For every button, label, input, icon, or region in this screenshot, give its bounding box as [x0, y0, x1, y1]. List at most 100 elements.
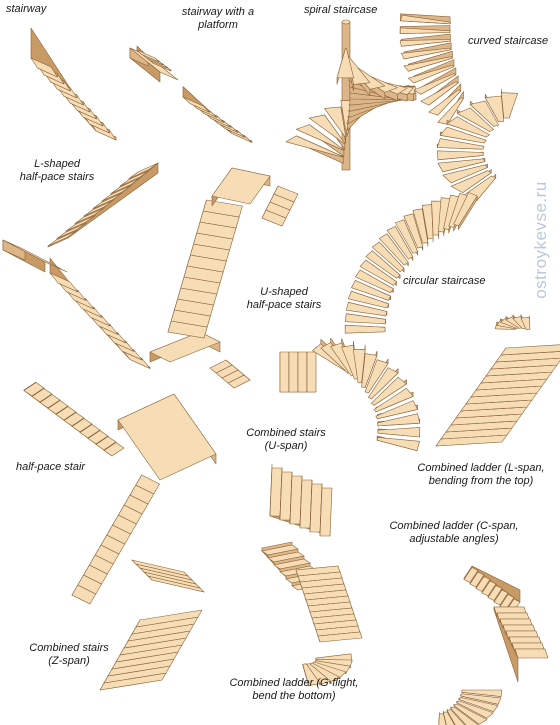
curved-staircase-illustration [399, 13, 519, 201]
combined-stairs-u-illustration [269, 337, 421, 537]
stair-tread [365, 250, 401, 279]
stair-tread [456, 700, 494, 719]
stair-tread [305, 663, 331, 685]
label-stairway: stairway [6, 3, 47, 15]
stair-tread [377, 427, 421, 438]
stair-tread [279, 351, 290, 393]
label-combined-stairs-z-span: Combined stairs (Z-span) [29, 642, 109, 667]
stair-tread [484, 95, 505, 123]
stair-tread [442, 164, 488, 184]
stair-tread [182, 96, 211, 113]
stair-tread [469, 100, 499, 127]
stair-tread [49, 272, 79, 293]
stair-tread [317, 631, 363, 643]
stair-tread [407, 64, 455, 84]
stair-tread [428, 89, 462, 116]
stairway-illustration [30, 27, 117, 141]
stair-tread [450, 170, 492, 193]
stair-tread [399, 27, 451, 34]
landing-platform [2, 239, 68, 273]
stair-tread [354, 269, 394, 294]
stair-tread [386, 226, 414, 260]
stair-tread [302, 663, 321, 686]
stair-tread [364, 359, 389, 394]
stair-tread [436, 150, 484, 161]
u-shaped-stairs-illustration [149, 167, 299, 389]
label-combined-ladder-g-flight: Combined ladder (G-flight, bend the bott… [229, 677, 359, 702]
landing-platform [211, 167, 271, 205]
stair-tread [495, 351, 560, 363]
label-circular-staircase: circular staircase [403, 275, 486, 287]
stair-tread [420, 81, 459, 106]
landing-platform [117, 393, 217, 481]
stair-tread [403, 56, 453, 72]
stair-tread [376, 437, 420, 452]
stair-tread [450, 706, 479, 725]
stair-tread [209, 359, 233, 374]
stair-tread [344, 313, 387, 325]
stair-tread [400, 47, 452, 60]
stair-tread [361, 353, 378, 388]
stair-tread [308, 114, 346, 144]
stair-tread [438, 713, 447, 725]
stair-tread [378, 233, 409, 266]
stair-tread [135, 609, 203, 628]
stair-tread [400, 14, 452, 25]
stair-tread [373, 387, 414, 413]
stair-tread [103, 442, 125, 457]
stair-tread [359, 259, 397, 286]
watermark: ostroykevse.ru [531, 150, 551, 330]
stair-tread [436, 138, 485, 150]
label-u-shaped-stairs: U-shaped half-pace stairs [246, 286, 322, 311]
stair-tread [446, 116, 490, 138]
stair-tread [375, 400, 418, 420]
stair-tread [461, 689, 503, 697]
stair-tread [345, 301, 388, 317]
stair-tread [458, 696, 499, 712]
stair-tread [309, 662, 340, 683]
stair-tread [403, 213, 424, 249]
stair-tread [437, 158, 486, 173]
stair-tread [352, 348, 366, 384]
stair-tread [295, 124, 345, 151]
stair-tread [446, 709, 466, 725]
stair-tread [344, 324, 386, 334]
stair-tread [412, 208, 429, 244]
l-shaped-stairs-illustration [2, 162, 159, 369]
stair-tread [371, 376, 407, 406]
stair-tread [288, 351, 299, 393]
stairway-with-platform-illustration [129, 45, 253, 143]
label-half-pace-stair: half-pace stair [16, 461, 86, 473]
label-curved-staircase: curved staircase [468, 35, 549, 47]
combined-ladder-g-illustration [261, 541, 363, 687]
stair-tread [30, 57, 58, 78]
label-l-shaped-stairs: L-shaped half-pace stairs [19, 158, 95, 183]
combined-ladder-l-illustration [435, 314, 560, 447]
stair-tread [460, 693, 502, 705]
label-combined-ladder-l-span: Combined ladder (L-span, bending from th… [417, 462, 545, 487]
stair-tread [319, 487, 333, 537]
stair-tread [128, 162, 159, 179]
stair-tread [273, 185, 299, 203]
stair-tread [394, 219, 419, 254]
stair-tread [399, 39, 451, 47]
half-pace-stair-illustration [23, 381, 217, 605]
landing-platform [149, 331, 221, 363]
label-spiral-staircase: spiral staircase [304, 4, 378, 16]
stair-tread [437, 97, 464, 125]
label-stairway-with-platform: stairway with a platform [181, 6, 255, 31]
spiral-staircase-illustration [285, 19, 417, 171]
stair-tread [285, 135, 344, 158]
watermark-text: ostroykevse.ru [531, 181, 550, 299]
stair-tread [512, 316, 527, 330]
stair-tread [324, 106, 347, 137]
combined-stairs-z-illustration [99, 559, 205, 691]
label-combined-stairs-u-span: Combined stairs (U-span) [246, 427, 326, 452]
stair-tread [413, 73, 457, 95]
stair-tread [306, 351, 317, 393]
stair-tread [47, 230, 78, 247]
circular-staircase-illustration [344, 192, 478, 334]
stair-tread [336, 47, 355, 79]
